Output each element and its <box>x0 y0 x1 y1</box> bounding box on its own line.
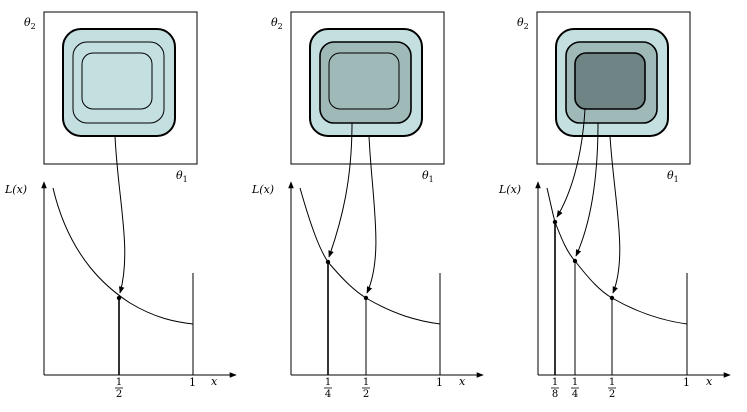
x-label: x <box>706 375 713 388</box>
point-quarter <box>325 259 331 265</box>
arrow-middle-to-quarter <box>575 122 599 257</box>
arrow-middle-to-quarter <box>328 122 353 258</box>
tick-quarter: 1 4 <box>571 377 579 400</box>
arrow-outer-to-half <box>114 135 126 294</box>
panel-middle: θ2 θ1 L(x) x 1 1 4 1 2 <box>251 11 484 400</box>
svg-text:2: 2 <box>116 389 122 400</box>
contour-inner <box>328 52 400 110</box>
parameter-space-left: θ2 θ1 <box>24 11 198 184</box>
svg-text:1: 1 <box>609 377 615 388</box>
Lx-label: L(x) <box>498 183 521 196</box>
loss-plot-middle: L(x) x 1 1 4 1 2 <box>251 122 484 400</box>
point-quarter <box>572 258 578 264</box>
tick-one: 1 <box>189 376 196 389</box>
Lx-label: L(x) <box>4 183 27 196</box>
tick-half: 1 2 <box>115 377 123 400</box>
panel-right: θ2 θ1 L(x) x 1 1 8 1 <box>498 11 731 400</box>
theta1-label: θ1 <box>422 169 434 184</box>
tick-half: 1 2 <box>362 377 370 400</box>
tick-one: 1 <box>436 376 443 389</box>
svg-text:1: 1 <box>116 377 122 388</box>
point-half <box>116 295 122 301</box>
svg-text:1: 1 <box>363 377 369 388</box>
svg-text:1: 1 <box>325 377 331 388</box>
tick-half: 1 2 <box>608 377 616 400</box>
svg-text:4: 4 <box>325 389 331 400</box>
x-label: x <box>459 375 466 388</box>
theta2-label: θ2 <box>517 16 529 31</box>
point-half <box>609 295 615 301</box>
loss-plot-right: L(x) x 1 1 8 1 4 1 2 <box>498 108 731 400</box>
theta1-label: θ1 <box>667 169 679 184</box>
Lx-label: L(x) <box>251 183 274 196</box>
parameter-space-middle: θ2 θ1 <box>271 11 445 184</box>
svg-text:4: 4 <box>572 389 578 400</box>
parameter-space-right: θ2 θ1 <box>517 11 691 184</box>
theta2-label: θ2 <box>271 16 283 31</box>
theta1-label: θ1 <box>176 169 188 184</box>
point-half <box>363 295 369 301</box>
theta2-label: θ2 <box>24 16 36 31</box>
loss-plot-left: L(x) x 1 1 2 <box>4 135 237 400</box>
svg-text:2: 2 <box>609 389 615 400</box>
arrow-inner-to-eighth <box>556 108 586 218</box>
tick-quarter: 1 4 <box>324 377 332 400</box>
loss-curve <box>299 187 441 325</box>
x-label: x <box>211 375 218 388</box>
svg-text:2: 2 <box>363 389 369 400</box>
arrow-outer-to-half <box>366 135 377 294</box>
contour-inner-shaded <box>574 52 646 110</box>
svg-text:8: 8 <box>552 389 558 400</box>
point-eighth <box>552 219 558 225</box>
arrow-outer-to-half <box>609 135 621 294</box>
svg-text:1: 1 <box>572 377 578 388</box>
panel-left: θ2 θ1 L(x) x 1 1 2 <box>4 11 237 400</box>
loss-curve <box>52 187 194 325</box>
contour-inner <box>81 52 153 110</box>
tick-one: 1 <box>683 376 690 389</box>
tick-eighth: 1 8 <box>551 377 559 400</box>
svg-text:1: 1 <box>552 377 558 388</box>
